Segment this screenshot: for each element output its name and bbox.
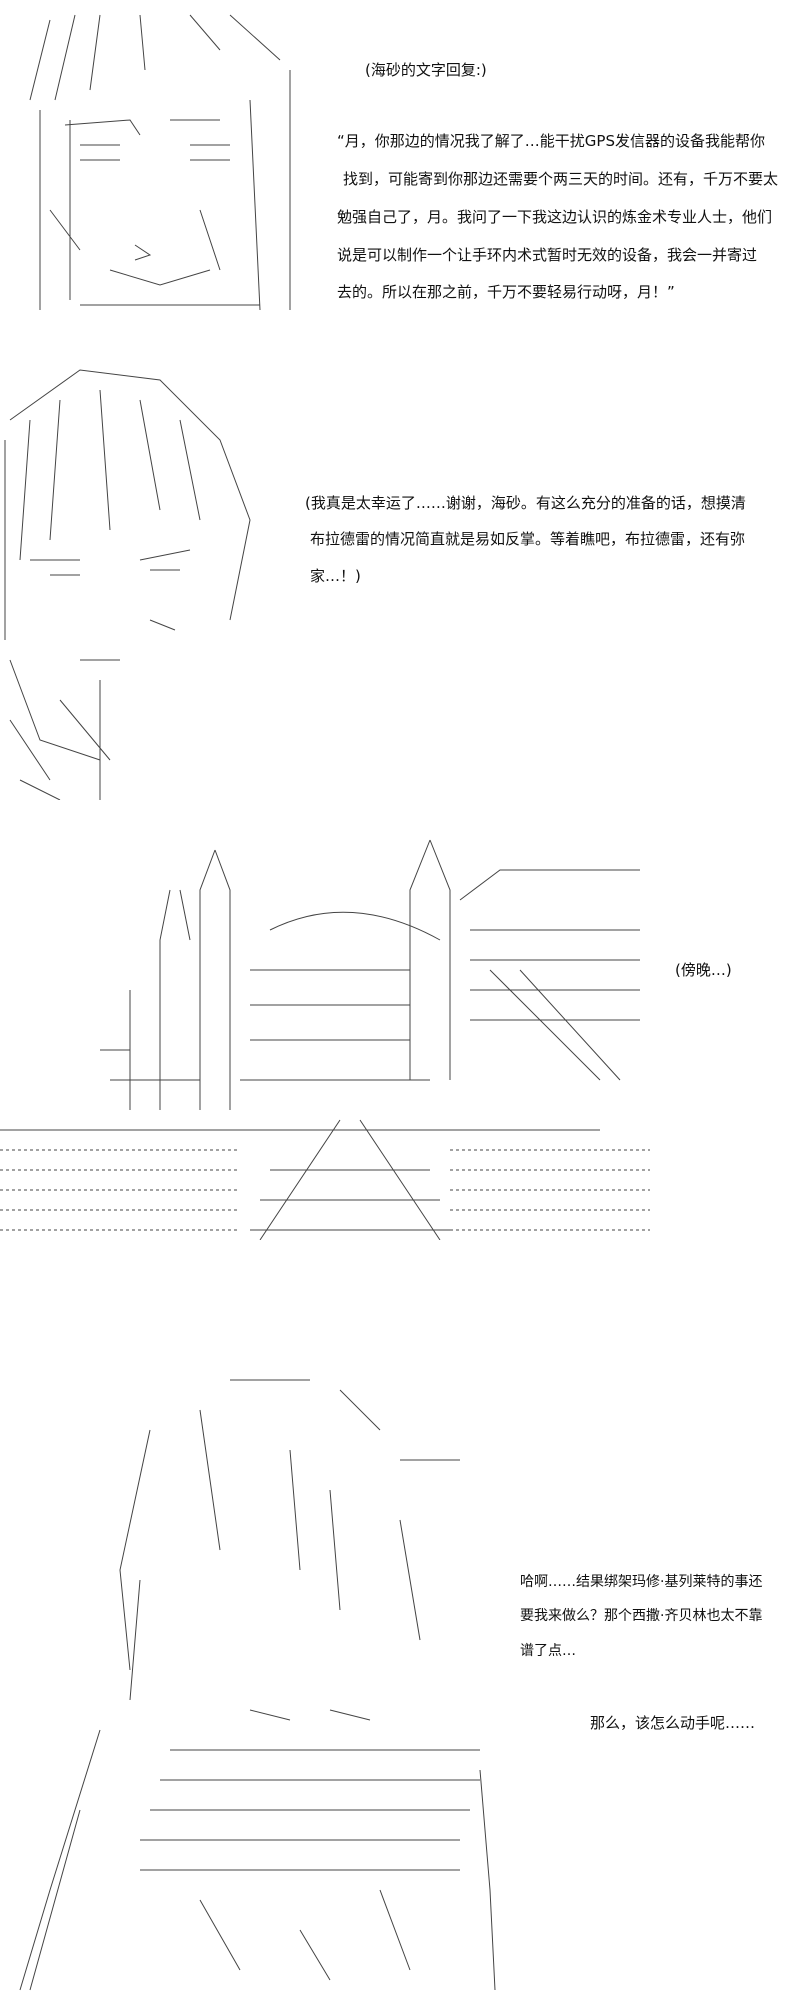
misa-message-line-4: 说是可以制作一个让手环内术式暂时无效的设备，我会一并寄过	[337, 246, 758, 264]
misa-message-line-1: “月，你那边的情况我了解了…能干扰GPS发信器的设备我能帮你	[337, 132, 765, 150]
ascii-art-misa-face	[20, 10, 310, 320]
caption-misa-text-reply: (海砂的文字回复:)	[365, 61, 487, 79]
monologue-aside: 那么，该怎么动手呢……	[590, 1714, 756, 1732]
ascii-art-castle-dusk	[0, 830, 660, 1240]
monologue-line-3: 谱了点…	[520, 1643, 576, 1659]
misa-message-line-3: 勉强自己了，月。我问了一下我这边认识的炼金术专业人士，他们	[337, 208, 773, 226]
misa-message-line-5: 去的。所以在那之前，千万不要轻易行动呀，月！”	[337, 283, 675, 301]
caption-dusk: (傍晚…)	[675, 961, 732, 979]
light-thought-line-3: 家…！)	[310, 567, 361, 585]
ascii-art-character-figure	[0, 1370, 500, 2000]
monologue-line-2: 要我来做么？那个西撒·齐贝林也太不靠	[520, 1608, 763, 1624]
light-thought-line-1: (我真是太幸运了……谢谢，海砂。有这么充分的准备的话，想摸清	[305, 494, 746, 512]
monologue-line-1: 哈啊……结果绑架玛修·基列莱特的事还	[520, 1574, 763, 1590]
misa-message-line-2: 找到，可能寄到你那边还需要个两三天的时间。还有，千万不要太	[343, 170, 779, 188]
ascii-art-light-face	[0, 360, 270, 800]
light-thought-line-2: 布拉德雷的情况简直就是易如反掌。等着瞧吧，布拉德雷，还有弥	[310, 530, 746, 548]
